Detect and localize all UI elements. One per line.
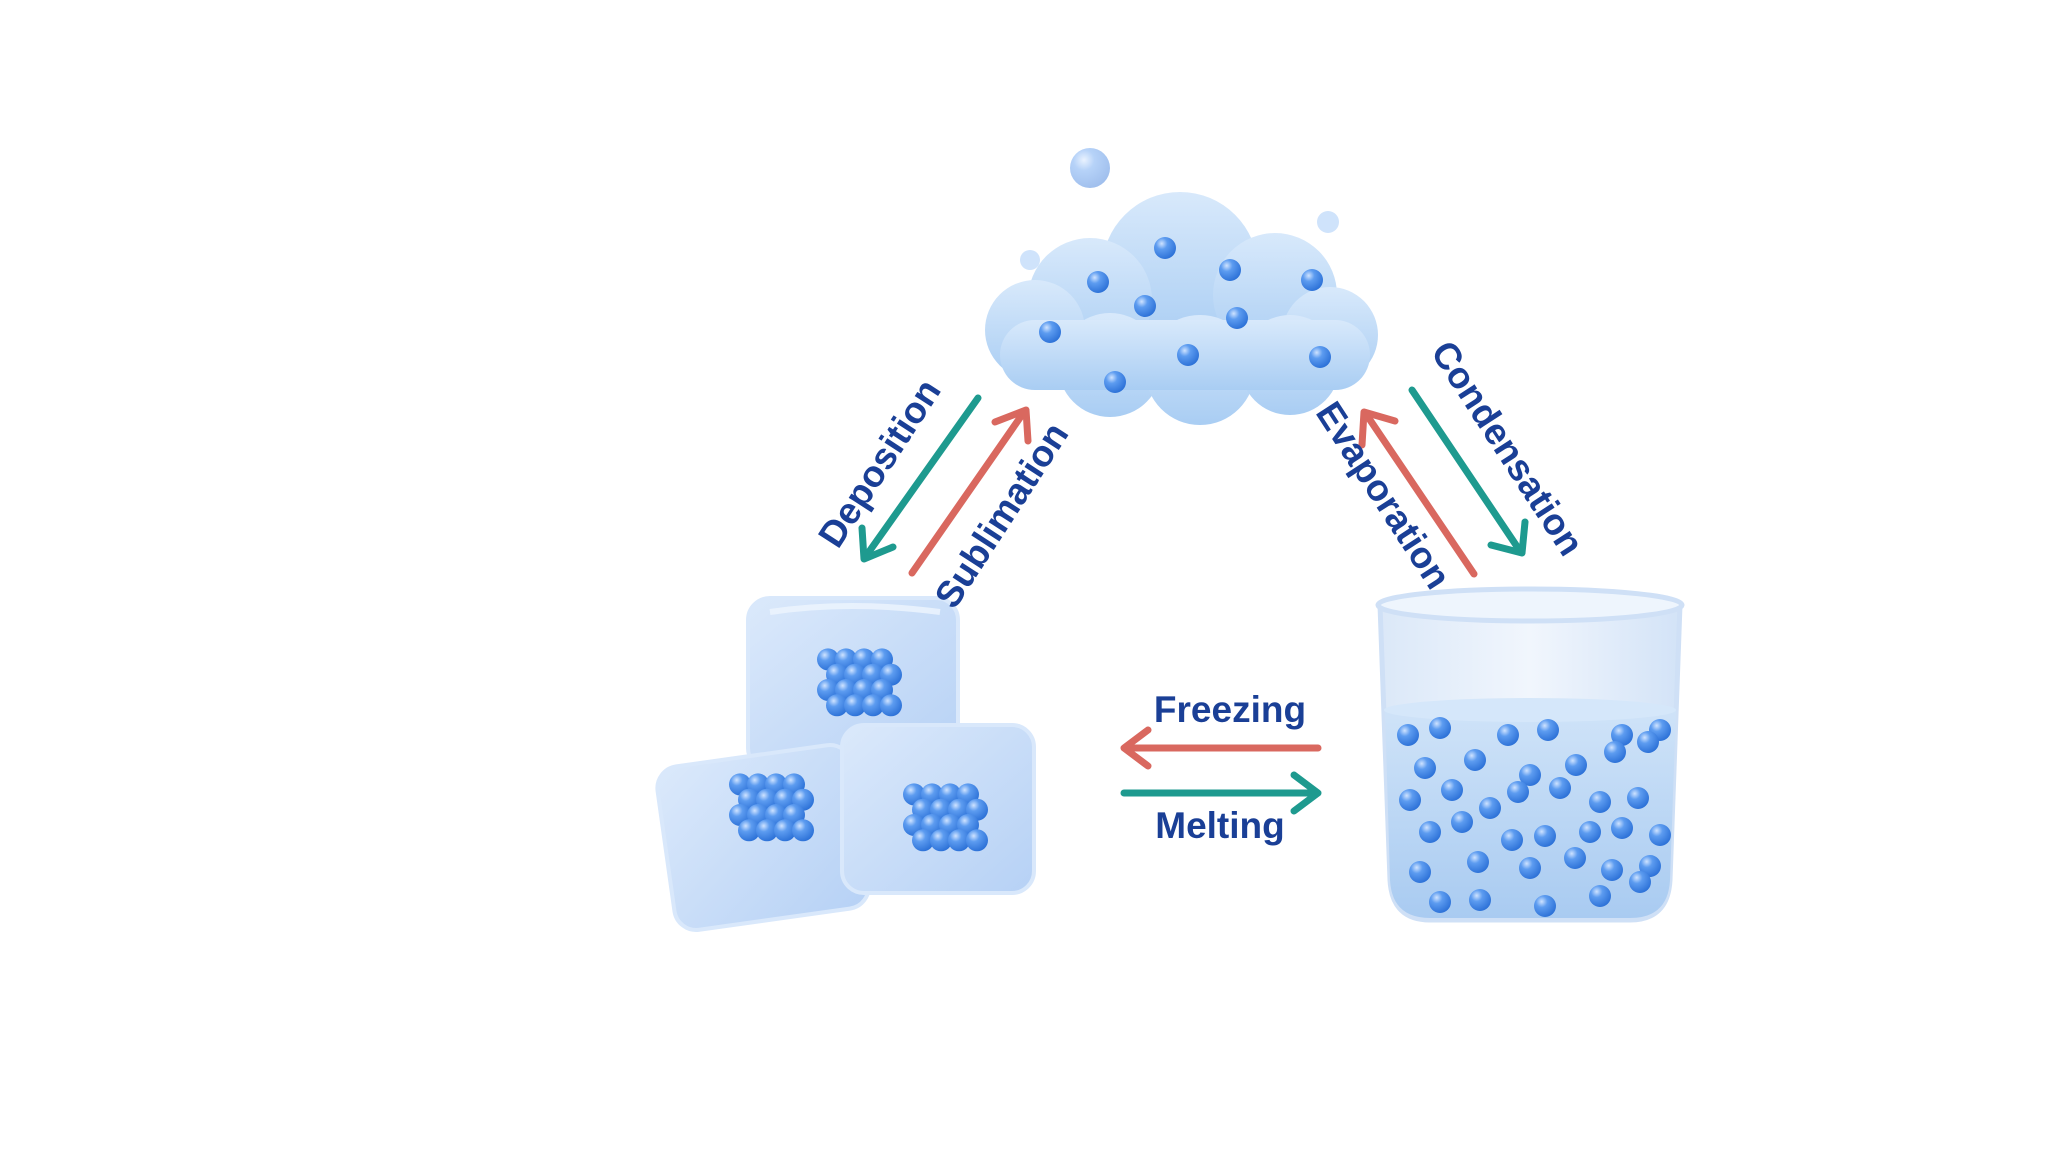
liquid-particle [1441,779,1463,801]
gas-particle [1134,295,1156,317]
evaporation-arrow [1358,408,1478,578]
liquid-particle [1639,855,1661,877]
solid-particle [738,819,760,842]
gas-particle [1226,307,1248,329]
melting-label: Melting [1155,805,1284,846]
deposition-arrow [858,394,982,563]
solid-particle [844,694,866,717]
liquid-particle [1414,757,1436,779]
freezing-arrow [1120,726,1322,770]
solid-particle [862,694,884,717]
solid-particle [826,694,848,717]
liquid-particle [1534,895,1556,917]
liquid-particle [1429,891,1451,913]
liquid-particle [1419,821,1441,843]
solid-particles [729,648,988,852]
gas-particle [1104,371,1126,393]
solid-particle [792,819,814,842]
liquid-particle [1409,861,1431,883]
solid-particle [774,819,796,842]
liquid-particle [1564,847,1586,869]
solid-particle [912,829,934,852]
liquid-particle [1589,791,1611,813]
freezing-label: Freezing [1154,689,1306,730]
liquid-particle [1397,724,1419,746]
gas-particle [1087,271,1109,293]
sublimation-arrow [908,406,1032,577]
beaker-icon [1375,586,1685,923]
gas-particle [1301,269,1323,291]
melting-arrow [1120,771,1322,815]
liquid-particle [1649,824,1671,846]
gas-particles [1039,237,1331,393]
liquid-particle [1627,787,1649,809]
liquid-particle [1429,717,1451,739]
liquid-particle [1629,871,1651,893]
liquid-particle [1479,797,1501,819]
liquid-particle [1534,825,1556,847]
liquid-particle [1507,781,1529,803]
condensation-arrow [1408,386,1529,557]
solid-particle [966,829,988,852]
gas-particle [1039,321,1061,343]
liquid-particle [1601,859,1623,881]
solid-particle [930,829,952,852]
liquid-particles [1397,717,1671,917]
liquid-particle [1589,885,1611,907]
liquid-particle [1501,829,1523,851]
liquid-particle [1467,851,1489,873]
liquid-particle [1451,811,1473,833]
liquid-particle [1464,749,1486,771]
liquid-particle [1637,731,1659,753]
liquid-particle [1549,777,1571,799]
gas-particle [1154,237,1176,259]
liquid-particle [1399,789,1421,811]
cloud-icon [985,148,1378,425]
ice-cubes-icon [655,596,1036,932]
liquid-particle [1497,724,1519,746]
liquid-particle [1611,724,1633,746]
liquid-particle [1611,817,1633,839]
gas-particle [1309,346,1331,368]
gas-particle [1177,344,1199,366]
liquid-particle [1469,889,1491,911]
liquid-particle [1537,719,1559,741]
liquid-particle [1519,764,1541,786]
gas-particle [1219,259,1241,281]
solid-particle [756,819,778,842]
liquid-particle [1519,857,1541,879]
solid-particle [948,829,970,852]
solid-particle [880,694,902,717]
liquid-particle [1565,754,1587,776]
liquid-particle [1604,741,1626,763]
liquid-particle [1579,821,1601,843]
